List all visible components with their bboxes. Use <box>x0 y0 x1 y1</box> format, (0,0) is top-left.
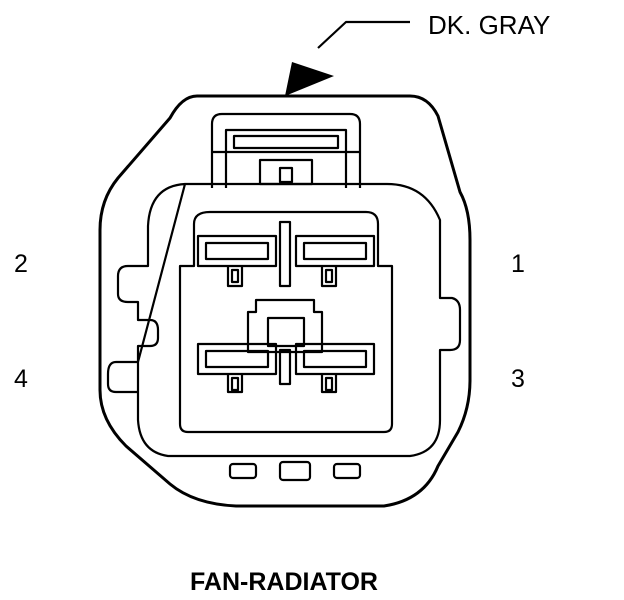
pin-label-1: 1 <box>511 250 525 278</box>
connector-title: FAN-RADIATOR <box>190 568 378 596</box>
terminal-pin-4 <box>196 342 278 394</box>
color-leader-arrow <box>285 20 410 96</box>
pin-label-3: 3 <box>511 365 525 393</box>
terminal-pin-2 <box>196 234 278 288</box>
connector-face <box>106 182 462 458</box>
locking-latch <box>210 112 362 188</box>
bottom-slots <box>228 460 362 482</box>
connector-color-label: DK. GRAY <box>428 10 550 40</box>
terminal-cavity-block <box>178 210 394 434</box>
connector-housing <box>98 94 472 508</box>
pin-label-2: 2 <box>14 250 28 278</box>
terminal-pin-1 <box>294 234 376 288</box>
terminal-pin-3 <box>294 342 376 394</box>
pin-label-4: 4 <box>14 365 28 393</box>
